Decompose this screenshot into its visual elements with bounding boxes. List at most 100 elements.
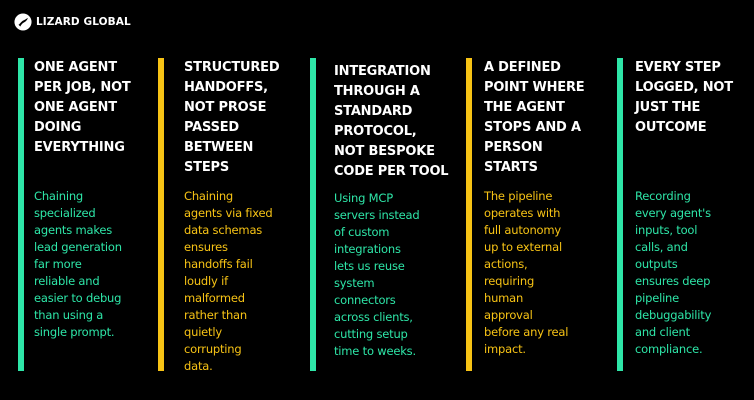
body-line: The pipeline [484,189,553,203]
body-line: handoffs fail [184,257,253,271]
body-line: system [334,276,375,290]
body-line: before any real [484,325,569,339]
body-line: than using a [34,308,104,322]
column-body: Using MCP servers instead of custom inte… [334,190,448,360]
body-line: rather than [184,308,247,322]
body-line: up to external [484,240,562,254]
title-line: DOING [34,120,82,135]
column-every-step-logged: EVERY STEP LOGGED, NOT JUST THE OUTCOME … [617,58,742,371]
body-line: approval [484,308,533,322]
column-content: A DEFINED POINT WHERE THE AGENT STOPS AN… [484,58,585,358]
title-line: CODE PER TOOL [334,164,449,179]
body-line: outputs [635,257,678,271]
title-line: NOT PROSE [184,100,267,115]
body-line: time to weeks. [334,344,416,358]
body-line: specialized [34,206,96,220]
body-line: inputs, tool [635,223,698,237]
column-body: Chaining specialized agents makes lead g… [34,188,131,341]
title-line: THE AGENT [484,100,565,115]
title-line: THROUGH A [334,84,420,99]
column-integration-protocol: INTEGRATION THROUGH A STANDARD PROTOCOL,… [310,58,455,371]
lizard-logo-icon [14,13,32,31]
title-line: HANDOFFS, [184,80,268,95]
brand-name: LIZARD GLOBAL [36,16,131,28]
body-line: cutting setup [334,327,408,341]
title-line: ONE AGENT [34,60,117,75]
title-line: STARTS [484,160,538,175]
title-line: BETWEEN [184,140,254,155]
column-accent-bar [466,58,472,371]
body-line: actions, [484,257,528,271]
column-title: A DEFINED POINT WHERE THE AGENT STOPS AN… [484,58,585,178]
column-content: INTEGRATION THROUGH A STANDARD PROTOCOL,… [334,62,449,360]
title-line: STANDARD [334,104,413,119]
body-line: and client [635,325,690,339]
column-structured-handoffs: STRUCTURED HANDOFFS, NOT PROSE PASSED BE… [158,58,298,373]
body-line: pipeline [635,291,680,305]
body-line: ensures deep [635,274,711,288]
body-line: of custom [334,225,390,239]
column-accent-bar [310,58,316,371]
body-line: single prompt. [34,325,115,339]
title-line: STOPS AND A [484,120,581,135]
title-line: INTEGRATION [334,64,431,79]
title-line: OUTCOME [635,120,707,135]
brand: LIZARD GLOBAL [14,13,131,31]
title-line: EVERY STEP [635,60,721,75]
column-body: Recording every agent's inputs, tool cal… [635,188,733,358]
column-accent-bar [18,58,24,371]
body-line: lead generation [34,240,122,254]
body-line: Chaining [34,189,84,203]
title-line: JUST THE [635,100,701,115]
body-line: full autonomy [484,223,561,237]
body-line: easier to debug [34,291,122,305]
title-line: PROTOCOL, [334,124,417,139]
body-line: malformed [184,291,245,305]
body-line: reliable and [34,274,100,288]
body-line: far more [34,257,82,271]
column-content: STRUCTURED HANDOFFS, NOT PROSE PASSED BE… [184,58,280,375]
body-line: human [484,291,524,305]
body-line: every agent's [635,206,711,220]
title-line: PER JOB, NOT [34,80,131,95]
column-content: ONE AGENT PER JOB, NOT ONE AGENT DOING E… [34,58,131,341]
title-line: LOGGED, NOT [635,80,733,95]
body-line: data schemas [184,223,263,237]
column-body: Chaining agents via fixed data schemas e… [184,188,279,375]
column-title: STRUCTURED HANDOFFS, NOT PROSE PASSED BE… [184,58,280,178]
title-line: EVERYTHING [34,140,125,155]
column-title: ONE AGENT PER JOB, NOT ONE AGENT DOING E… [34,58,131,158]
body-line: Recording [635,189,691,203]
body-line: data. [184,359,213,373]
body-line: operates with [484,206,561,220]
body-line: lets us reuse [334,259,405,273]
title-line: PERSON [484,140,543,155]
title-line: NOT BESPOKE [334,144,435,159]
column-accent-bar [617,58,623,371]
title-line: POINT WHERE [484,80,585,95]
title-line: STEPS [184,160,230,175]
body-line: across clients, [334,310,413,324]
body-line: quietly [184,325,222,339]
body-line: agents via fixed [184,206,273,220]
body-line: corrupting [184,342,242,356]
column-accent-bar [158,58,164,371]
title-line: A DEFINED [484,60,561,75]
body-line: Chaining [184,189,234,203]
body-line: integrations [334,242,401,256]
body-line: loudly if [184,274,228,288]
body-line: debuggability [635,308,712,322]
body-line: connectors [334,293,396,307]
body-line: servers instead [334,208,420,222]
body-line: ensures [184,240,228,254]
body-line: compliance. [635,342,703,356]
column-body: The pipeline operates with full autonomy… [484,188,584,358]
column-defined-stop-point: A DEFINED POINT WHERE THE AGENT STOPS AN… [466,58,606,371]
column-title: EVERY STEP LOGGED, NOT JUST THE OUTCOME [635,58,733,138]
body-line: calls, and [635,240,688,254]
body-line: agents makes [34,223,113,237]
body-line: Using MCP [334,191,393,205]
title-line: STRUCTURED [184,60,280,75]
column-title: INTEGRATION THROUGH A STANDARD PROTOCOL,… [334,62,449,182]
title-line: ONE AGENT [34,100,117,115]
